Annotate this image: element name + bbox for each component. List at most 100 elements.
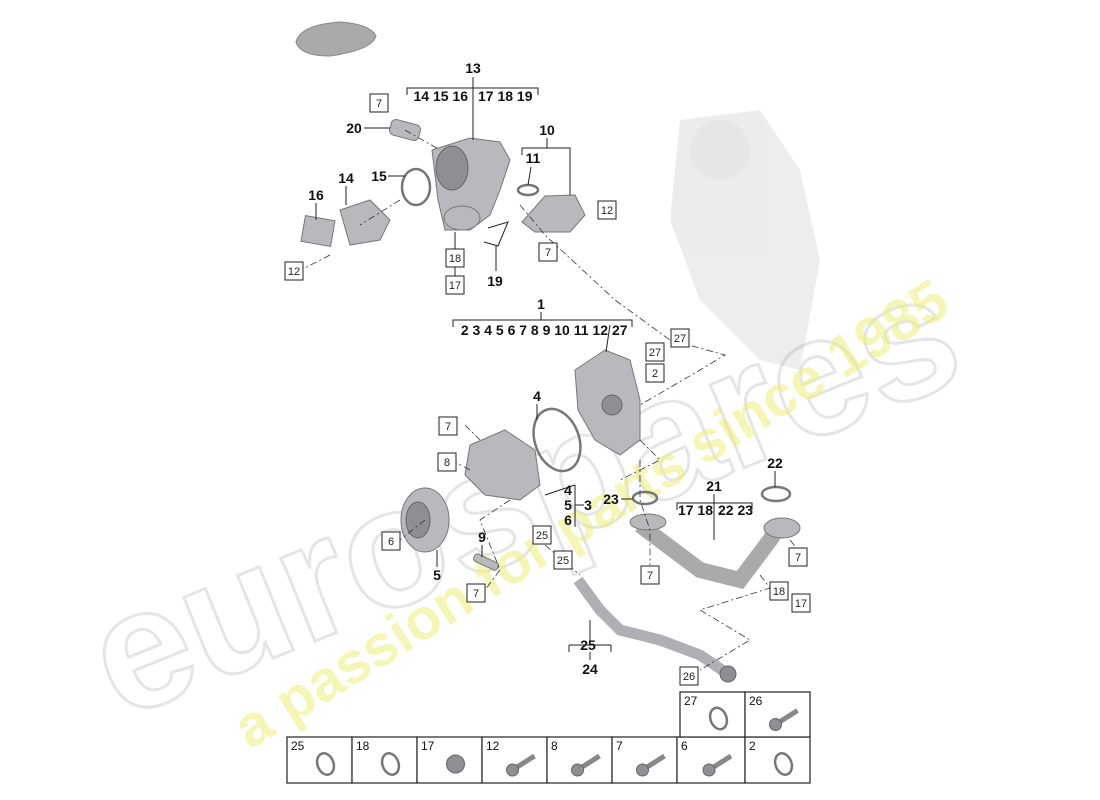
callout-14[interactable]: 14 bbox=[338, 170, 354, 186]
seal-ring-23[interactable] bbox=[631, 490, 659, 506]
callout-box bbox=[769, 581, 789, 601]
callout-11[interactable]: 11 bbox=[526, 150, 541, 166]
seal-ring-11[interactable] bbox=[516, 183, 540, 197]
hardware-cell[interactable]: 26 bbox=[744, 691, 811, 738]
hardware-cell[interactable]: 2 bbox=[744, 736, 811, 784]
callout-3-item: 4 bbox=[564, 482, 572, 498]
cover-part-16[interactable] bbox=[300, 215, 336, 247]
boxed-callout[interactable]: 26 bbox=[679, 666, 699, 686]
callout-23[interactable]: 23 bbox=[603, 491, 619, 507]
callout-box bbox=[597, 200, 617, 220]
callout-box-label: 7 bbox=[647, 570, 653, 582]
boxed-callout[interactable]: 12 bbox=[284, 261, 304, 281]
boxed-callout[interactable]: 7 bbox=[788, 547, 808, 567]
boxed-callout[interactable]: 6 bbox=[381, 531, 401, 551]
callout-19[interactable]: 19 bbox=[487, 273, 503, 289]
callout-10[interactable]: 10 bbox=[539, 122, 555, 138]
callout-24[interactable]: 24 bbox=[582, 661, 598, 677]
callout-box bbox=[532, 525, 552, 545]
boxed-callout[interactable]: 7 bbox=[369, 93, 389, 113]
hardware-cell[interactable]: 18 bbox=[351, 736, 418, 784]
clip-part-19[interactable] bbox=[483, 221, 509, 247]
callout-box-label: 18 bbox=[773, 586, 785, 598]
callout-22[interactable]: 22 bbox=[767, 455, 783, 471]
hardware-cell[interactable]: 17 bbox=[416, 736, 483, 784]
hardware-part-number: 8 bbox=[551, 739, 558, 753]
hardware-cell[interactable]: 6 bbox=[676, 736, 746, 784]
boxed-callout[interactable]: 27 bbox=[670, 328, 690, 348]
hardware-part-number: 12 bbox=[486, 739, 500, 753]
hardware-part-number: 27 bbox=[684, 694, 698, 708]
seal-ring-15[interactable] bbox=[400, 167, 432, 207]
hardware-part-number: 26 bbox=[749, 694, 763, 708]
boxed-callout[interactable]: 25 bbox=[553, 550, 573, 570]
gasket-part-9[interactable] bbox=[473, 553, 500, 571]
callout-box-label: 17 bbox=[795, 598, 807, 610]
callout-1-contents-right: 27 bbox=[612, 322, 628, 338]
boxed-callout[interactable]: 17 bbox=[791, 593, 811, 613]
boxed-callout[interactable]: 17 bbox=[445, 275, 465, 295]
pipe-part-21[interactable] bbox=[629, 513, 801, 590]
callout-1[interactable]: 1 bbox=[537, 296, 545, 312]
callout-21-contents-left: 17 18 bbox=[678, 502, 713, 518]
callout-25-bracket[interactable]: 25 bbox=[580, 637, 596, 653]
connector-part-10[interactable] bbox=[521, 194, 586, 233]
boxed-callout[interactable]: 18 bbox=[445, 248, 465, 268]
boxed-callout[interactable]: 7 bbox=[438, 416, 458, 436]
boxed-callout[interactable]: 7 bbox=[640, 565, 660, 585]
callout-box bbox=[381, 531, 401, 551]
callout-box bbox=[538, 242, 558, 262]
thermostat-part-14[interactable] bbox=[339, 199, 391, 246]
boxed-callout[interactable]: 7 bbox=[538, 242, 558, 262]
thermostat-housing-part[interactable] bbox=[431, 137, 511, 231]
seal-ring-icon bbox=[708, 706, 729, 731]
seal-ring-4[interactable] bbox=[525, 402, 588, 477]
callout-3[interactable]: 3 bbox=[584, 497, 592, 513]
callout-15[interactable]: 15 bbox=[371, 168, 387, 184]
hardware-cell[interactable]: 27 bbox=[679, 691, 746, 738]
callout-1-contents-left: 2 3 4 5 6 7 8 9 10 11 12 bbox=[461, 322, 608, 338]
boxed-callout[interactable]: 12 bbox=[597, 200, 617, 220]
hardware-cell[interactable]: 7 bbox=[611, 736, 678, 784]
callout-5[interactable]: 5 bbox=[433, 567, 441, 583]
hardware-cell[interactable]: 25 bbox=[286, 736, 353, 784]
callout-13[interactable]: 13 bbox=[465, 60, 481, 76]
pump-housing-part-1[interactable] bbox=[574, 349, 641, 456]
callout-box-label: 7 bbox=[473, 588, 479, 600]
callout-box-label: 12 bbox=[288, 266, 300, 278]
seal-ring-22[interactable] bbox=[760, 485, 792, 503]
plug-icon bbox=[446, 754, 465, 774]
callout-box bbox=[369, 93, 389, 113]
seal-ring-icon bbox=[315, 752, 336, 776]
callout-9[interactable]: 9 bbox=[478, 529, 486, 545]
callout-4[interactable]: 4 bbox=[533, 388, 541, 404]
bolt-head-icon bbox=[702, 763, 716, 777]
callout-21[interactable]: 21 bbox=[706, 478, 722, 494]
bolt-head-icon bbox=[769, 718, 782, 731]
callout-box bbox=[791, 593, 811, 613]
pulley-part-5[interactable] bbox=[400, 487, 450, 553]
callout-box-label: 7 bbox=[376, 98, 382, 110]
callout-box-label: 27 bbox=[674, 333, 686, 345]
callout-box bbox=[445, 248, 465, 268]
water-pump-part[interactable] bbox=[464, 429, 541, 501]
callout-21-contents-right: 22 23 bbox=[718, 502, 753, 518]
boxed-callout[interactable]: 18 bbox=[769, 581, 789, 601]
boxed-callout[interactable]: 8 bbox=[437, 452, 457, 472]
callout-box bbox=[284, 261, 304, 281]
pipe-part-24[interactable] bbox=[573, 576, 737, 683]
bolt-head-icon bbox=[506, 763, 519, 777]
callout-box-label: 7 bbox=[545, 247, 551, 259]
callout-16[interactable]: 16 bbox=[308, 187, 324, 203]
hardware-cell[interactable]: 12 bbox=[481, 736, 548, 784]
boxed-callout[interactable]: 7 bbox=[466, 583, 486, 603]
boxed-callout[interactable]: 25 bbox=[532, 525, 552, 545]
boxed-callout[interactable]: 2 bbox=[645, 363, 665, 383]
callout-20[interactable]: 20 bbox=[346, 120, 362, 136]
callout-box bbox=[670, 328, 690, 348]
hardware-part-number: 6 bbox=[681, 739, 688, 753]
hardware-cell[interactable]: 8 bbox=[546, 736, 613, 784]
callout-box-label: 6 bbox=[388, 536, 394, 548]
boxed-callout[interactable]: 27 bbox=[645, 342, 665, 362]
